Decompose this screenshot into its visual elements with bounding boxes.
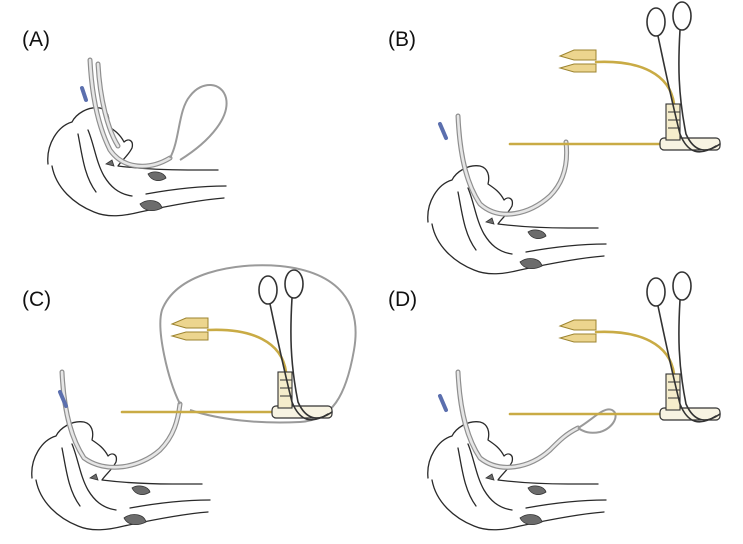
head-profile-icon [427,421,607,531]
head-profile-icon [47,107,227,217]
endotracheal-tube-icon [80,57,173,169]
panel-d-label: (D) [388,288,417,311]
panel-a: (A) [22,28,228,217]
panel-b: (B) [388,0,722,275]
panel-c-label: (C) [22,288,51,311]
panel-a-label: (A) [22,28,50,51]
endotracheal-tube-icon [438,113,570,217]
foley-catheter-icon [508,0,722,154]
tube-loop-small [169,84,228,161]
foley-catheter-icon [120,268,334,422]
foley-catheter-icon [508,270,722,424]
panel-b-label: (B) [388,28,416,51]
endotracheal-tube-icon [58,369,183,470]
panel-c: (C) [22,264,357,531]
endotracheal-tube-icon [438,369,581,470]
head-profile-icon [31,421,211,531]
head-profile-icon [427,165,607,275]
tube-loop-large [159,264,357,424]
panel-d: (D) [388,270,722,531]
